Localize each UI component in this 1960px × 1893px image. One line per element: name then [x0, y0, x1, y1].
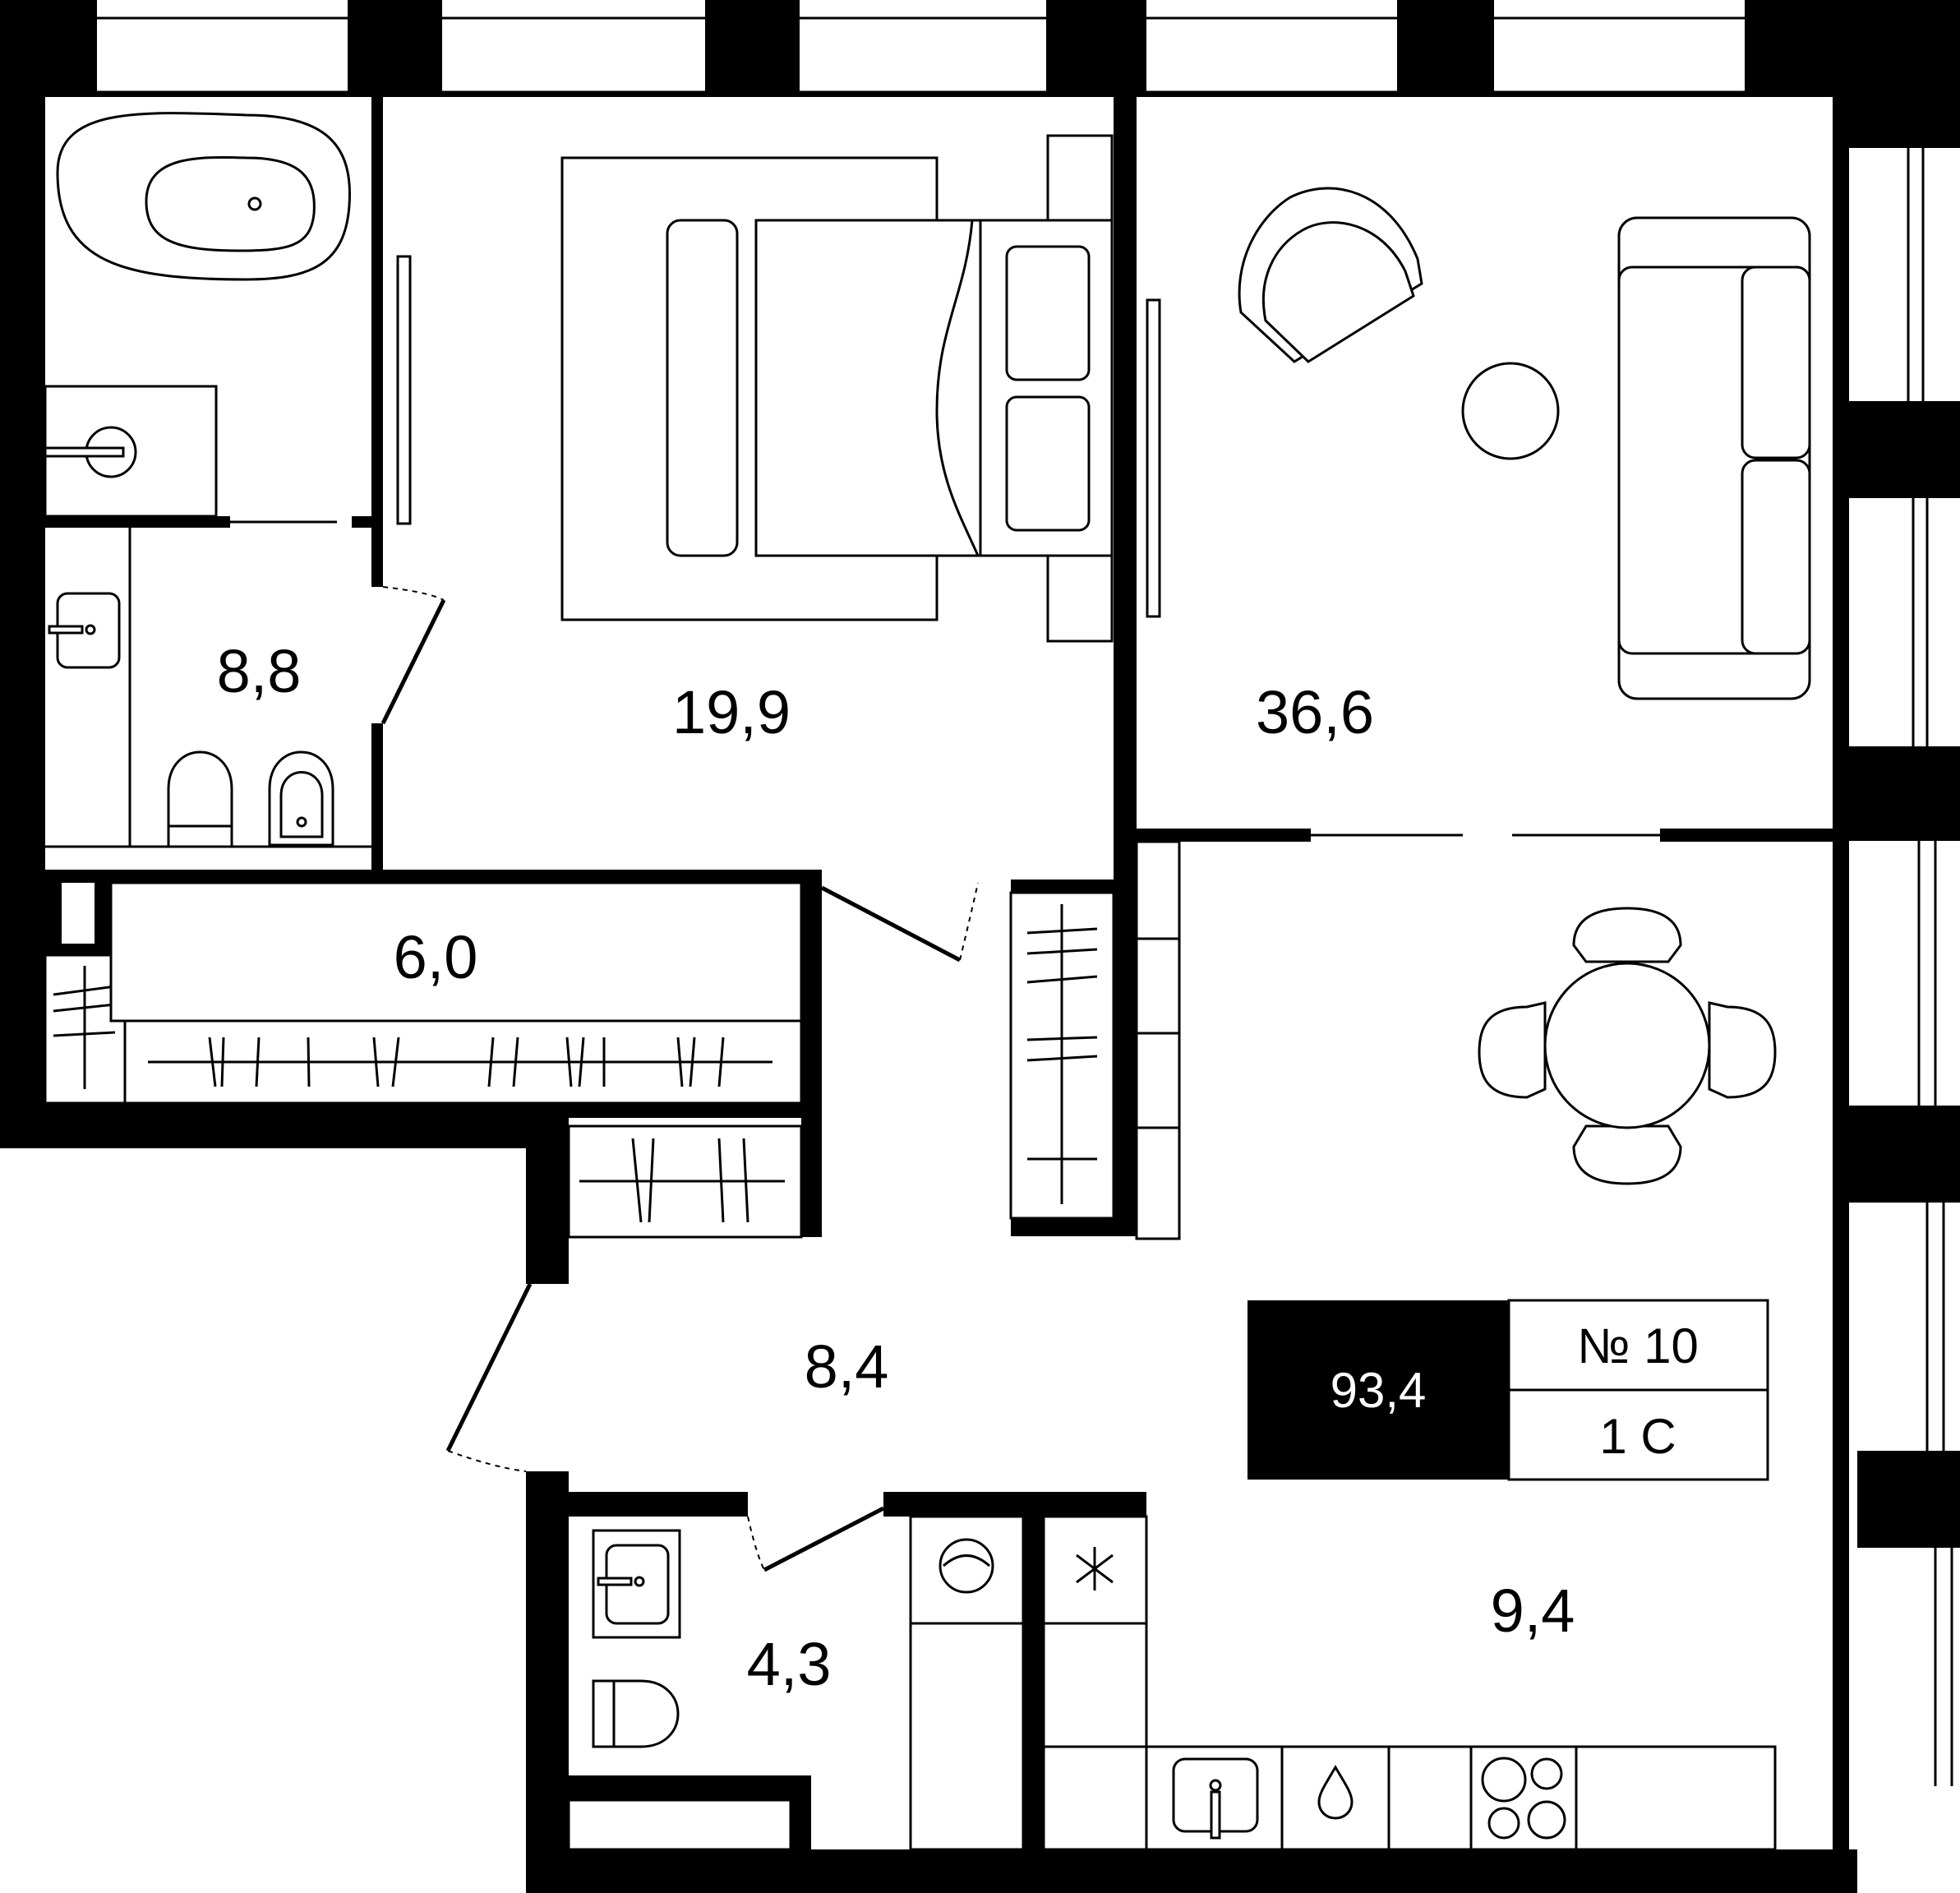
chair-icon — [1572, 907, 1682, 963]
total-area-cell — [1247, 1300, 1509, 1480]
armchair-icon — [1238, 187, 1423, 363]
door-icon[interactable] — [380, 586, 446, 725]
room-area-hall: 8,4 — [805, 1332, 889, 1401]
total-area: 93,4 — [1330, 1363, 1427, 1418]
window-icon — [1146, 0, 1397, 94]
window-icon — [1849, 498, 1960, 746]
door-icon[interactable] — [445, 1282, 533, 1472]
window-icon — [800, 0, 1046, 94]
wardrobe-room-frame — [109, 881, 803, 1023]
room-area-bedroom: 19,9 — [672, 678, 791, 746]
window-icon — [1859, 1548, 1960, 1786]
window-icon — [1849, 148, 1960, 401]
sink-icon — [44, 385, 218, 518]
toilet-icon — [592, 1679, 680, 1748]
kitchen-counter — [1042, 1745, 1777, 1851]
bidet-icon — [268, 750, 334, 847]
room-area-bathroom: 8,8 — [217, 637, 302, 705]
hall-wall — [526, 1118, 569, 1284]
apartment-type: 1 С — [1599, 1409, 1676, 1464]
wardrobe-icon — [1135, 840, 1181, 1240]
wardrobe-icon — [396, 255, 412, 525]
hall-wall — [559, 1118, 569, 1134]
top-facade — [0, 0, 1960, 148]
window-icon — [442, 0, 705, 94]
coffee-table-icon — [1461, 362, 1560, 460]
stove-icon — [1481, 1757, 1566, 1840]
wc-niche — [567, 1798, 792, 1851]
bed-icon — [666, 134, 1114, 643]
dining-table-icon — [1478, 907, 1777, 1185]
sink-icon — [592, 1529, 681, 1639]
chair-icon — [1708, 1001, 1777, 1099]
number-cell — [1507, 1299, 1769, 1392]
chair-icon — [1572, 1124, 1682, 1185]
chair-icon — [1478, 1001, 1547, 1099]
washing-machine-icon — [909, 1515, 1025, 1851]
toilet-icon — [167, 750, 233, 848]
window-icon — [1853, 1203, 1960, 1451]
apartment-info-box: 93,4 № 10 1 С — [1247, 1299, 1769, 1481]
door-icon[interactable] — [820, 882, 979, 963]
type-cell — [1507, 1388, 1769, 1481]
wardrobe-icon — [123, 1019, 803, 1105]
sofa-icon — [1617, 216, 1811, 700]
window-icon — [1849, 841, 1960, 1106]
room-area-wardrobe: 6,0 — [394, 923, 478, 991]
interior-walls — [45, 92, 1837, 1862]
kitchen-sink-icon — [1172, 1757, 1259, 1840]
window-icon — [97, 0, 348, 94]
wardrobe-icon — [1146, 298, 1161, 618]
water-icon — [1317, 1765, 1354, 1820]
door-icon[interactable] — [747, 1506, 885, 1572]
room-area-wc: 4,3 — [747, 1630, 832, 1698]
sink-icon — [48, 592, 121, 669]
right-facade — [1833, 97, 1960, 1891]
window-icon — [1494, 0, 1745, 94]
room-area-kitchen: 9,4 — [1491, 1577, 1575, 1645]
bathtub-icon — [56, 112, 352, 281]
wardrobe-icon — [1009, 891, 1115, 1220]
room-area-living: 36,6 — [1256, 678, 1374, 746]
fridge-icon — [1042, 1515, 1148, 1748]
apartment-number: № 10 — [1577, 1318, 1699, 1374]
wardrobe-icon — [567, 1118, 822, 1239]
